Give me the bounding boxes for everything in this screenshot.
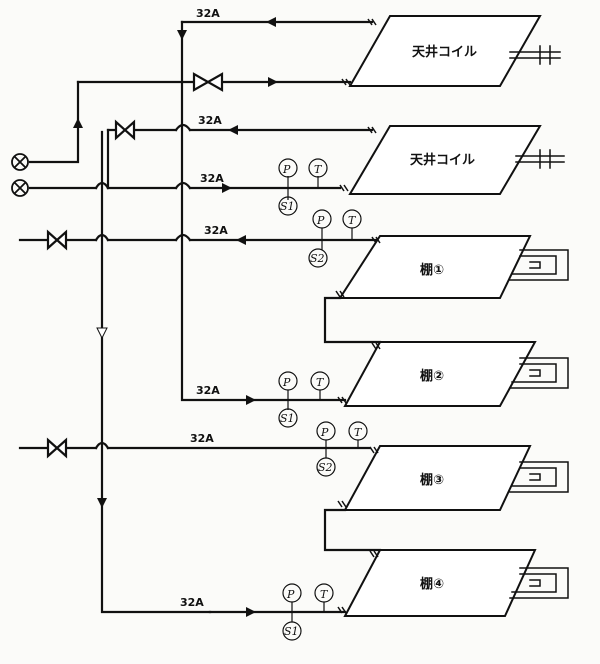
panel-label: 棚② — [420, 368, 444, 384]
panel-label: 棚③ — [420, 472, 444, 488]
arrow-shelf1 — [236, 235, 246, 245]
arrow-up-far-left — [73, 118, 83, 128]
arrow-coil2 — [228, 125, 238, 135]
riser-left — [100, 234, 212, 614]
gauges-shelf1: P T S2 — [308, 209, 362, 268]
size-label-7: 32A — [180, 596, 204, 609]
riser-center — [180, 20, 252, 402]
gauges-shelf3: P T S2 — [316, 421, 368, 477]
panel-shelf4: 棚④ — [337, 549, 569, 617]
crossed-circle-2 — [11, 179, 29, 197]
gauge-s: S2 — [318, 461, 333, 474]
panel-shelf3: 棚③ — [337, 445, 569, 511]
gauge-t: T — [314, 163, 323, 176]
main-risers — [28, 20, 252, 614]
gauges-shelf2: P T S1 — [278, 371, 330, 428]
gauge-s: S1 — [280, 412, 295, 425]
arrow-top — [266, 17, 276, 27]
panel-label: 棚① — [420, 262, 444, 278]
arrow-coil2-ret — [222, 183, 232, 193]
crossovers — [94, 123, 192, 450]
size-label-1: 32A — [196, 7, 220, 20]
gauge-t: T — [354, 426, 363, 439]
size-label-3: 32A — [200, 172, 224, 185]
arrow-shelf4 — [246, 607, 256, 617]
gauge-p: P — [282, 376, 291, 389]
arrow-coil1 — [268, 77, 278, 87]
gauge-p: P — [282, 163, 291, 176]
arrow-shelf2 — [246, 395, 256, 405]
gauge-t: T — [348, 214, 357, 227]
valve-shelf1 — [46, 229, 68, 251]
gauge-s: S1 — [280, 200, 295, 213]
riser-far-left — [28, 80, 80, 164]
gauge-p: P — [286, 588, 295, 601]
endpoint-symbols — [11, 153, 29, 197]
arrow-down-left — [96, 327, 108, 340]
pipe-size-labels: 32A 32A 32A 32A 32A 32A 32A — [180, 7, 228, 609]
panel-links — [323, 296, 382, 552]
gauge-s: S1 — [284, 625, 299, 638]
link-shelf1-shelf2 — [323, 296, 382, 344]
panel-shelf2: 棚② — [337, 341, 569, 407]
gauge-s: S2 — [310, 252, 325, 265]
crossed-circle-1 — [11, 153, 29, 171]
panel-coil2: 天井コイル — [339, 125, 565, 195]
gauge-p: P — [316, 214, 325, 227]
flow-arrows — [73, 17, 278, 617]
panel-shelf1: 棚① — [335, 235, 569, 299]
panel-label: 棚④ — [420, 576, 444, 592]
link-shelf3-shelf4 — [323, 508, 382, 552]
gauges-coil2: P T S1 — [278, 158, 328, 216]
size-label-4: 32A — [204, 224, 228, 237]
valve-shelf3 — [46, 437, 68, 459]
valves — [46, 72, 224, 459]
gauge-t: T — [316, 376, 325, 389]
panel-label: 天井コイル — [412, 44, 477, 60]
valve-coil2 — [114, 119, 136, 141]
panel-coil1: 天井コイル — [341, 15, 561, 87]
gauges-shelf4: P T S1 — [282, 583, 334, 641]
valve-coil1 — [192, 72, 224, 92]
headers — [18, 20, 382, 614]
arrow-down-left-2 — [97, 498, 107, 508]
size-label-5: 32A — [196, 384, 220, 397]
panel-label: 天井コイル — [410, 152, 475, 168]
size-label-2: 32A — [198, 114, 222, 127]
arrow-down-center — [177, 30, 187, 40]
size-label-6: 32A — [190, 432, 214, 445]
gauge-t: T — [320, 588, 329, 601]
gauge-p: P — [320, 426, 329, 439]
